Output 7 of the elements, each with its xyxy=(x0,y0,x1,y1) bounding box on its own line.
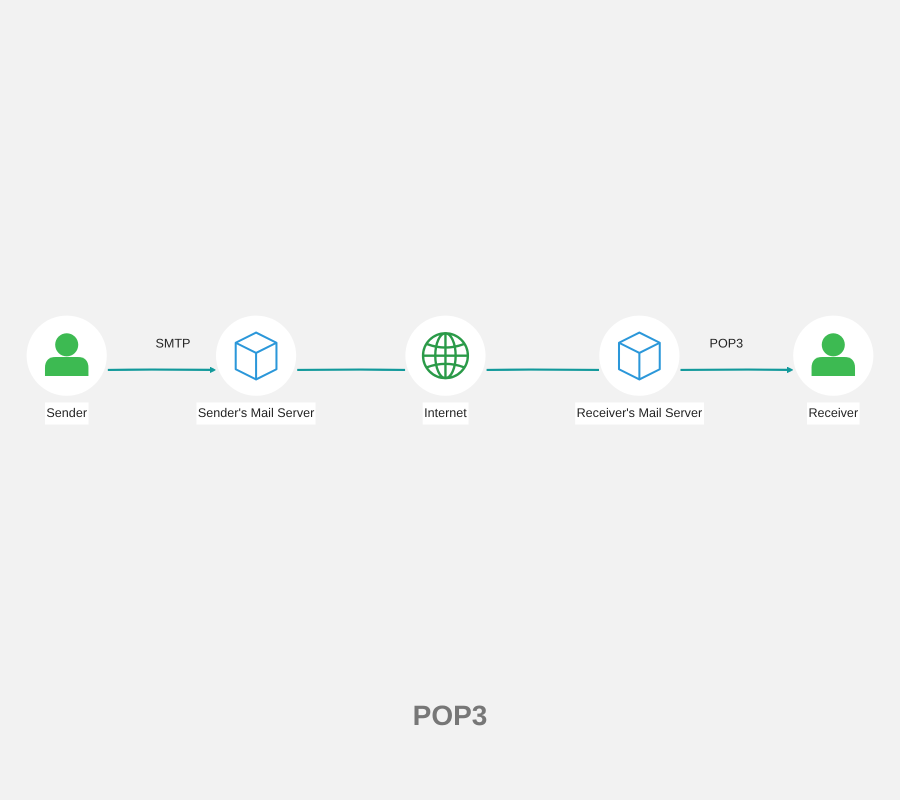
side-label: POP3 xyxy=(710,337,744,352)
diagram-caption: POP3 xyxy=(412,700,488,732)
connector xyxy=(297,368,406,372)
arrow xyxy=(680,367,794,374)
side-label: SMTP xyxy=(155,337,190,352)
connector xyxy=(486,368,599,372)
arrow xyxy=(108,367,216,374)
